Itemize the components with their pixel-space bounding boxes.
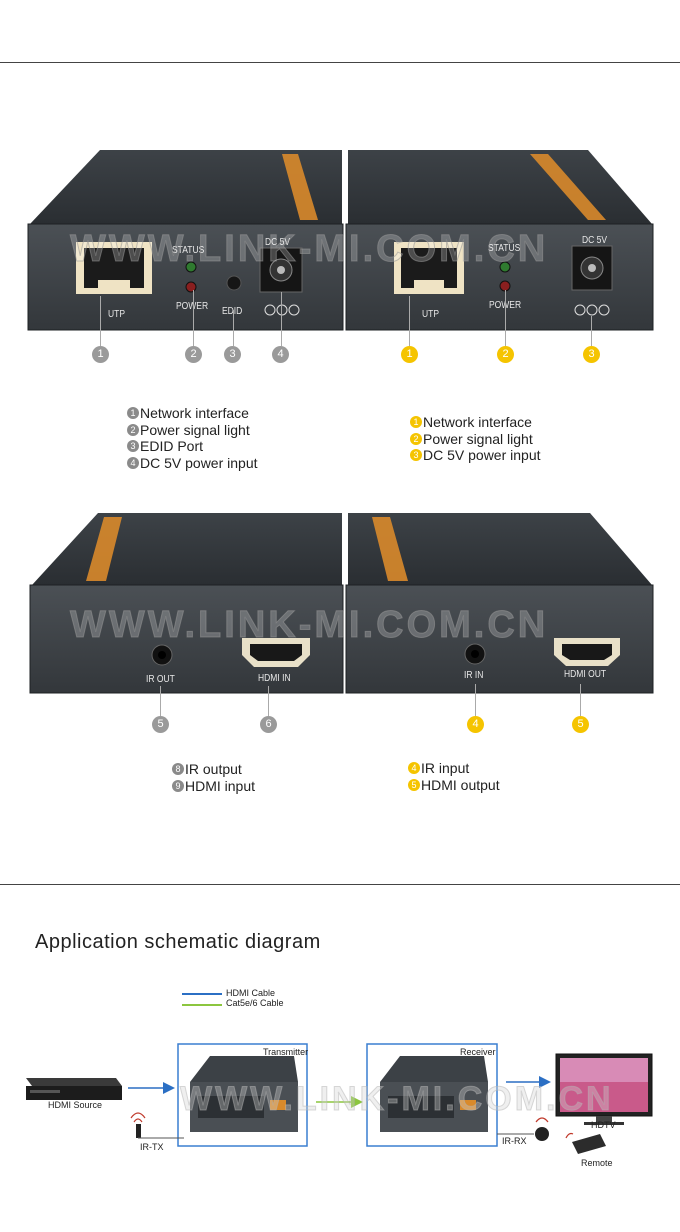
legend-badge: 8 [172,763,184,776]
receiver-label: Receiver [460,1047,496,1057]
legend-badge: 1 [127,407,139,420]
tx-utp-label: UTP [108,309,125,320]
legend-text: Power signal light [140,421,250,438]
ir-tx-label: IR-TX [140,1142,164,1152]
rx-callout-line-2 [505,290,506,346]
legend-badge: 4 [408,762,420,775]
rx-callout-5: 5 [572,716,589,733]
legend-text: DC 5V power input [423,447,541,463]
tx-callout-line-6 [268,686,269,716]
rx-callout-line-3 [591,316,592,346]
rx-callout-3: 3 [583,346,600,363]
legend-hdmi-line [182,993,222,995]
rx-callout-line-5 [580,684,581,716]
tx-callout-line-4 [281,292,282,346]
diagram-title: Application schematic diagram [35,931,321,953]
tx-callout-2: 2 [185,346,202,363]
section1-device-art [27,150,654,331]
legend-cat-text: Cat5e/6 Cable [226,998,284,1008]
rx-callout-2: 2 [497,346,514,363]
top-divider [0,62,680,63]
legend-text: HDMI output [421,776,500,793]
tx-status-label: STATUS [172,245,205,256]
tx-irout-label: IR OUT [146,674,175,685]
tx-callout-line-3 [233,310,234,346]
legend-badge: 5 [408,778,420,791]
tx-hdmiin-label: HDMI IN [258,673,291,684]
legend-badge: 1 [410,416,422,429]
schematic-art [26,1043,653,1154]
watermark-3: WWW.LINK-MI.COM.CN [180,1080,614,1119]
legend-badge: 2 [127,423,139,436]
legend-text: HDMI input [185,777,256,794]
rx-utp-label: UTP [422,309,439,320]
rx-callout-4: 4 [467,716,484,733]
rx-status-label: STATUS [488,243,521,254]
legend-text: Power signal light [423,430,533,447]
watermark-2: WWW.LINK-MI.COM.CN [69,604,549,647]
legend-badge: 9 [172,779,184,792]
ir-rx-label: IR-RX [502,1136,527,1146]
rx-hdmiout-label: HDMI OUT [564,669,607,680]
section2-device-art [29,513,654,694]
legend-cat-line [182,1004,222,1006]
rx-irin-label: IR IN [464,670,484,681]
bottom-divider [0,884,680,885]
legend-badge: 2 [410,432,422,445]
legend-hdmi-text: HDMI Cable [226,988,276,998]
legend-text: IR input [421,760,470,776]
legend-text: DC 5V power input [140,454,258,471]
hdmi-source-label: HDMI Source [48,1100,103,1110]
tx-callout-line-2 [193,290,194,346]
watermark-1: WWW.LINK-MI.COM.CN [69,228,549,271]
tx-callout-5: 5 [152,716,169,733]
rx-dc-label: DC 5V [582,235,608,246]
tx-edid-label: EDID [222,306,242,317]
tx-callout-line-5 [160,686,161,716]
section2-devices: IR OUT HDMI IN IR IN HDMI OUT [0,505,680,700]
rx-callout-line-1 [409,296,410,346]
tx-dc-label: DC 5V [265,237,291,248]
tx-callout-line-1 [100,296,101,346]
rx-callout-1: 1 [401,346,418,363]
tx-callout-6: 6 [260,716,277,733]
tx-callout-4: 4 [272,346,289,363]
remote-label: Remote [581,1158,613,1168]
legend-text: IR output [185,761,242,777]
legend-text: EDID Port [140,438,204,454]
legend-badge: 4 [127,456,139,469]
legend-badge: 3 [410,449,422,462]
tx-callout-1: 1 [92,346,109,363]
hdtv-label: HDTV [591,1120,616,1130]
rx-callout-line-4 [475,684,476,716]
legend-badge: 3 [127,440,139,453]
legend-text: Network interface [140,405,249,421]
section1-devices: UTP STATUS POWER EDID DC 5V UTP STATUS P… [0,140,680,340]
tx-power-label: POWER [176,301,208,312]
tx-callout-3: 3 [224,346,241,363]
transmitter-label: Transmitter [263,1047,309,1057]
legend-text: Network interface [423,414,532,430]
